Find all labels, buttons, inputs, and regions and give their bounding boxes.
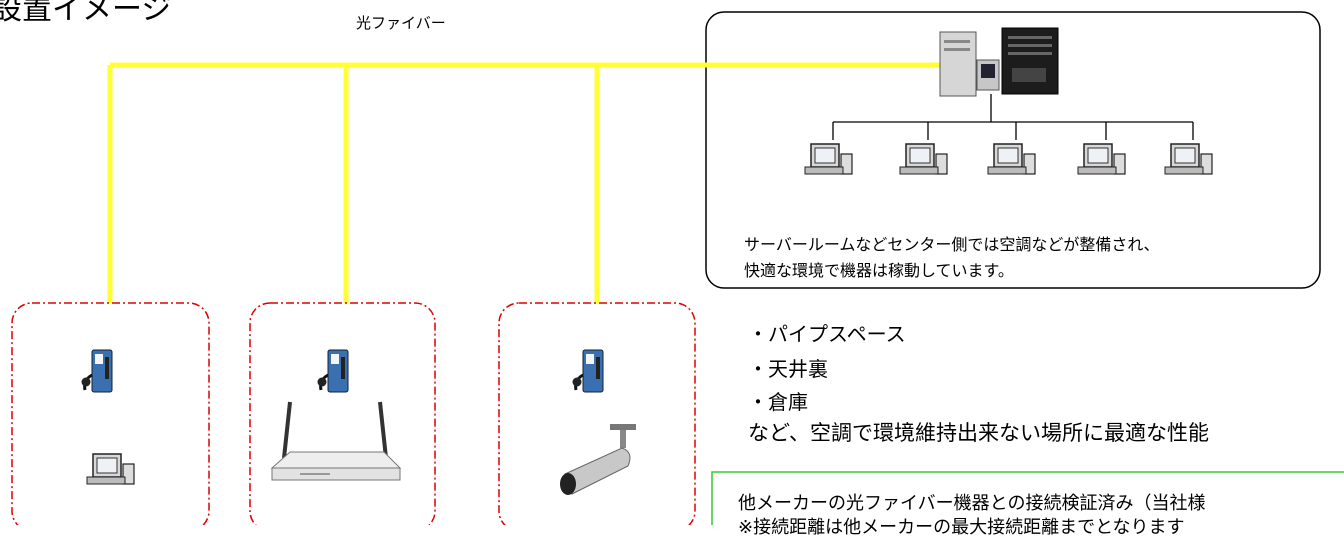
- page-title: 設置イメージ: [0, 0, 172, 27]
- site-box-1: [11, 302, 210, 525]
- converter-icon: [316, 348, 350, 394]
- location-item: ・倉庫: [748, 390, 808, 414]
- pc-icon: [1164, 143, 1213, 175]
- site-box-2: [249, 302, 436, 525]
- server-room-caption-line1: サーバールームなどセンター側では空調などが整備され、: [744, 235, 1160, 254]
- pc-icon: [1077, 143, 1126, 175]
- note-line2: ※接続距離は他メーカーの最大接続距離までとなります: [738, 517, 1185, 538]
- converter-icon: [571, 348, 605, 394]
- converter-icon: [80, 348, 114, 394]
- locations-summary: など、空調で環境維持出来ない場所に最適な性能: [748, 421, 1209, 445]
- pc-icon: [86, 453, 135, 485]
- network-diagram: [11, 11, 1344, 525]
- note-line1: 他メーカーの光ファイバー機器との接続検証済み（当社様: [738, 493, 1206, 514]
- location-item: ・パイプスペース: [748, 322, 906, 346]
- router-icon: [270, 401, 402, 481]
- fiber-line: [107, 62, 940, 303]
- pc-icon: [987, 143, 1036, 175]
- pc-icon: [804, 143, 853, 175]
- server-icon: [939, 27, 1059, 97]
- server-room-box: [705, 11, 1321, 289]
- fiber-label: 光ファイバー: [356, 14, 446, 32]
- server-room-caption-line2: 快適な環境で機器は稼動しています。: [744, 261, 1014, 280]
- site-box-3: [498, 302, 696, 525]
- note-box: [711, 471, 1344, 525]
- camera-icon: [560, 424, 636, 495]
- lan-lines: [832, 94, 1194, 140]
- pc-icon: [899, 143, 948, 175]
- location-item: ・天井裏: [748, 357, 828, 381]
